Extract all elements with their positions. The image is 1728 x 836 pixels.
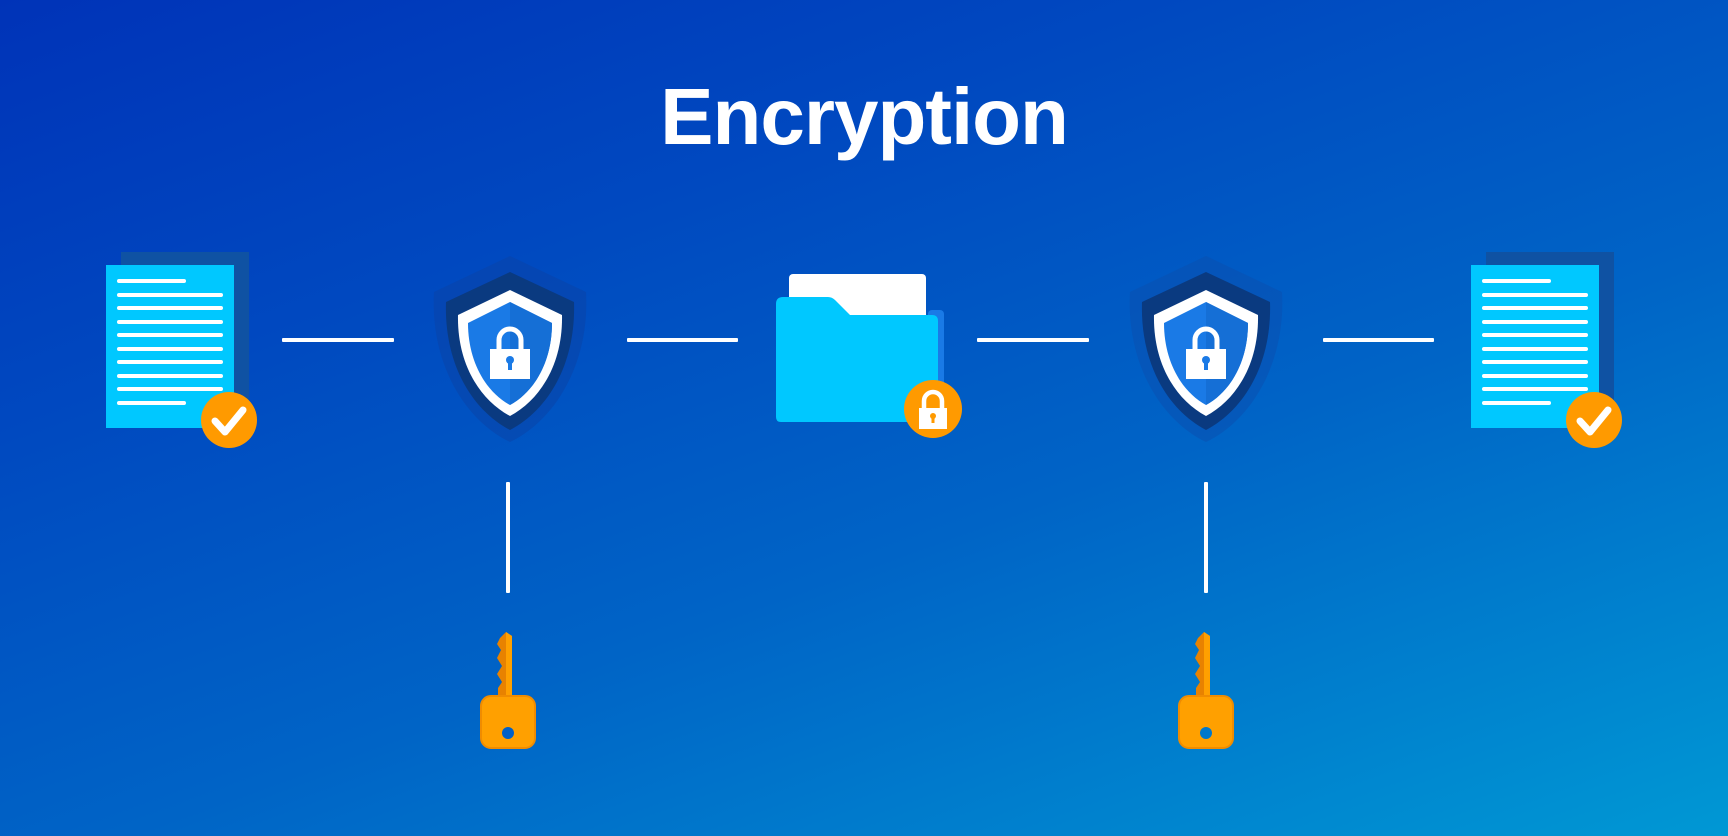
checkmark-badge (1566, 392, 1622, 448)
page-title: Encryption (660, 72, 1069, 161)
encryption-key (478, 628, 538, 752)
key-connector-line (1204, 482, 1208, 593)
padlock-badge (904, 380, 962, 438)
shield-lock-icon (433, 256, 587, 442)
padlock-icon (490, 326, 530, 379)
connector-line (1323, 338, 1434, 342)
connector-line (282, 338, 394, 342)
decrypt-shield (1122, 252, 1290, 444)
encrypted-folder (772, 270, 972, 445)
key-icon (1178, 632, 1234, 749)
source-document (100, 248, 270, 453)
document-icon (1471, 252, 1622, 448)
document-icon (106, 252, 257, 448)
connector-line (627, 338, 738, 342)
key-connector-line (506, 482, 510, 593)
shield-lock-icon (1129, 256, 1283, 442)
checkmark-badge (201, 392, 257, 448)
padlock-icon (1186, 326, 1226, 379)
connector-line (977, 338, 1089, 342)
decryption-key (1176, 628, 1236, 752)
folder-lock-icon (776, 274, 962, 438)
destination-document (1465, 248, 1635, 453)
key-icon (480, 632, 536, 749)
encrypt-shield (426, 252, 594, 444)
